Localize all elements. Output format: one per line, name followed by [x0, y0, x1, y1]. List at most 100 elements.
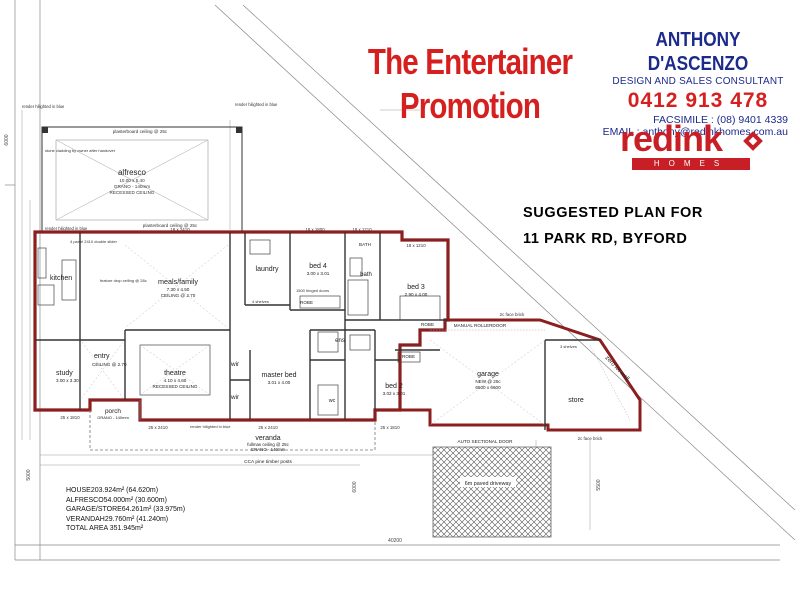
kitchen-label: kitchen: [50, 275, 72, 282]
dim-front-setback: 5000: [26, 469, 32, 480]
laundry-label: laundry: [256, 266, 279, 273]
master-bed-size: 3.01 x 4.00: [268, 380, 291, 385]
robe-label-2: ROBE: [421, 322, 434, 327]
veranda-note1: fullmas ceiling @ 25c: [247, 442, 289, 447]
area-alfresco: ALFRESCO54.000m² (30.600m): [66, 494, 167, 504]
meals-label: meals/family: [158, 277, 198, 286]
stone-cladding-note: stone cladding by owner after handover: [45, 148, 116, 153]
dim-left-setback: 6000: [4, 134, 10, 145]
render-blue-note-1: render hilighted in blue: [22, 104, 65, 109]
store-shelves-note: 3 shelves: [560, 344, 577, 349]
bed3-label: bed 3: [407, 284, 425, 291]
window-25x1810: 25 x 1810: [60, 415, 80, 420]
alfresco-label: alfresco: [118, 168, 147, 177]
area-schedule: HOUSE203.924m² (64.620m) ALFRESCO54.000m…: [66, 485, 185, 533]
window-25x1810-b: 25 x 1810: [380, 425, 400, 430]
area-veranda: VERANDAH29.760m² (41.240m): [66, 513, 169, 523]
consultant-name: ANTHONY D'ASCENZO: [647, 29, 749, 75]
window-18x1210: 18 x 1210: [352, 227, 372, 232]
veranda-note2: GRANO - 140mm: [251, 447, 286, 452]
dim-total-width: 40200: [388, 538, 402, 544]
promotion-title-line2: Promotion: [399, 85, 541, 126]
manual-door-label: MANUAL ROLLERDOOR: [454, 323, 507, 328]
consultant-contact: ANTHONY D'ASCENZO DESIGN AND SALES CONSU…: [598, 28, 798, 138]
window-18x1210-b: 18 x 1210: [406, 243, 426, 248]
wc-label: wc: [328, 398, 336, 404]
wir-label-1: wir: [230, 361, 240, 368]
window-25x2410-b: 25 x 2410: [258, 425, 278, 430]
window-18x2410: 18 x 2410: [170, 227, 190, 232]
porch-label: porch: [105, 408, 121, 415]
paved-driveway: [432, 446, 552, 538]
shelves-note: 4 shelves: [252, 299, 269, 304]
room-labels: kitchen meals/family 7.30 x 4.50 CEILING…: [50, 242, 584, 452]
master-bed-label: master bed: [261, 372, 296, 379]
render-blue-note-3: render hilighted in blue: [45, 226, 88, 231]
logo-sub: HOMES: [632, 158, 750, 170]
window-18x1800: 18 x 1800: [305, 227, 325, 232]
consultant-role: DESIGN AND SALES CONSULTANT: [612, 76, 784, 87]
consultant-fax: FACSIMILE : (08) 9401 4339: [653, 114, 788, 126]
plasterboard-bottom-note: plasterboard ceiling @ 25c: [143, 223, 198, 228]
panel-slider-note: 4 panel 2410 double slider: [70, 239, 118, 244]
auto-door-label: AUTO SECTIONAL DOOR: [458, 439, 514, 444]
area-garage: GARAGE/STORE64.261m² (33.975m): [66, 504, 186, 514]
bed4-size: 3.00 x 3.01: [307, 271, 330, 276]
garage-label: garage: [477, 371, 499, 378]
alfresco-note1: GRANO - 140mm: [114, 184, 150, 189]
plasterboard-top-note: plasterboard ceiling @ 25c: [113, 129, 168, 134]
garage-note1: NEW @ 25c: [475, 379, 501, 384]
logo-diamond-icon: [743, 131, 763, 151]
suggested-plan-heading: SUGGESTED PLAN FOR 11 PARK RD, BYFORD: [523, 200, 703, 252]
theatre-size: 4.10 x 4.60: [164, 378, 187, 383]
bed2-label: bed 2: [385, 383, 403, 390]
wir-label-2: wir: [230, 394, 240, 401]
consultant-email: EMAIL : anthony@redinkhomes.com.au: [602, 126, 788, 138]
promotion-title: The Entertainer Promotion: [359, 40, 580, 128]
garage-note2: 6500 x 6600: [475, 385, 501, 390]
dim-6000-right: 6000: [352, 481, 358, 492]
dim-5500: 5500: [596, 479, 602, 490]
cca-posts-label: CCA pine timber posts: [244, 459, 292, 465]
bed2-size: 3.02 x 3.01: [383, 391, 406, 396]
face-brick-note: 2c face brick: [500, 312, 525, 317]
bath-label: bath: [360, 272, 372, 278]
alfresco-note2: RECESSED CEILING: [110, 190, 155, 195]
porch-note: GRANO - 140mm: [97, 415, 129, 420]
render-hi-note: render hilighted in blue: [190, 424, 231, 429]
entry-note: CEILING @ 2.70: [92, 362, 127, 367]
study-size: 3.00 x 3.30: [56, 378, 79, 383]
bed4-label: bed 4: [309, 263, 327, 270]
veranda-label: veranda: [255, 435, 280, 442]
suggested-plan-line2: 11 PARK RD, BYFORD: [523, 231, 688, 247]
bath-sign: BATH: [359, 242, 371, 247]
meals-note: CEILING @ 2.70: [161, 293, 196, 298]
study-label: study: [56, 370, 73, 377]
window-25x2410: 25 x 2410: [148, 425, 168, 430]
logo-word: redink: [620, 118, 723, 159]
consultant-phone: 0412 913 478: [627, 89, 769, 112]
ens-label: ens: [335, 338, 345, 344]
driveway-label: 6m paved driveway: [465, 481, 512, 487]
robe-label-3: ROBE: [402, 354, 415, 359]
meals-size: 7.30 x 4.50: [167, 287, 190, 292]
theatre-note: RECESSED CEILING: [153, 384, 198, 389]
robe-label-1: ROBE: [300, 300, 313, 305]
entry-label: entry: [94, 353, 110, 360]
hinged-doors-note: 1500 hinged doors: [296, 288, 329, 293]
bed3-size: 2.90 x 4.00: [405, 292, 428, 297]
alfresco-size: 10.00 x 5.40: [119, 178, 145, 183]
render-blue-note-2: render hilighted in blue: [235, 102, 278, 107]
face-brick-note-b: 2c face brick: [578, 436, 603, 441]
feature-drop-note: feature drop ceiling @ 28c: [100, 278, 147, 283]
store-label: store: [568, 397, 584, 404]
area-total: TOTAL AREA 351.945m²: [66, 523, 144, 533]
theatre-label: theatre: [164, 370, 186, 377]
suggested-plan-line1: SUGGESTED PLAN FOR: [523, 205, 703, 221]
promotion-title-line1: The Entertainer: [367, 41, 573, 82]
redink-homes-logo: redink HOMES: [620, 120, 770, 172]
area-house: HOUSE203.924m² (64.620m): [66, 485, 159, 494]
house-walls: [33, 230, 642, 451]
